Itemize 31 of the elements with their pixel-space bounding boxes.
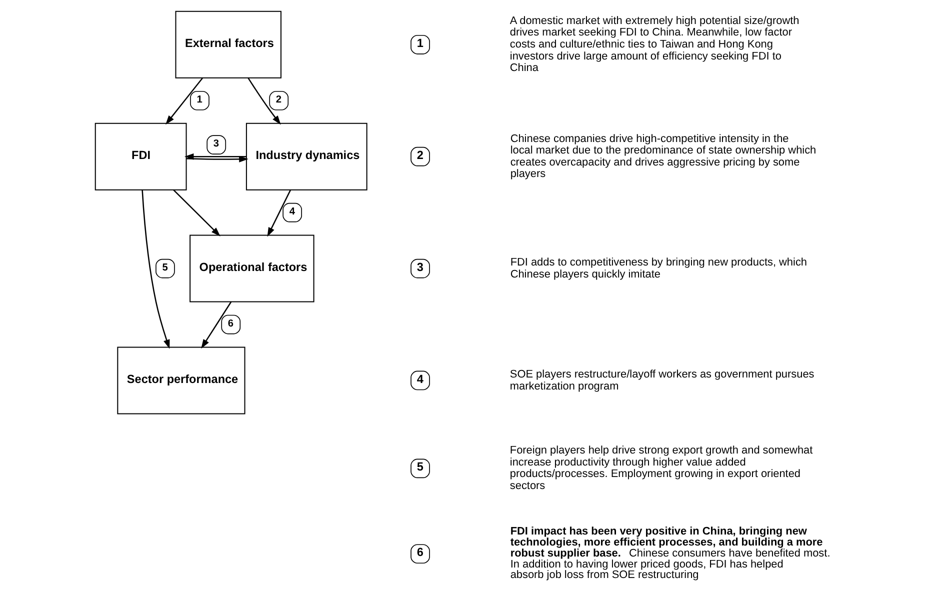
label: 2 — [416, 148, 424, 162]
arrow — [184, 153, 246, 160]
node-box: Operational factors — [190, 234, 314, 302]
label: Foreign players help drive strong export growth and somewhat increase productivity through higher value added products/processes. Employment growing in export oriented sectors — [510, 444, 813, 492]
label: 6 — [416, 546, 424, 560]
node-box: FDI — [94, 122, 187, 190]
edge-label: 6 — [228, 318, 234, 330]
arrow — [142, 190, 170, 349]
edge-label: 2 — [276, 94, 282, 106]
label: FDI impact has been very positive in China, bringing new technologies, more efficient processes, and building a more robust supplier base. Chinese consumers have benefited most. In addition to having lower priced goods, FDI has helped absorb job loss from SOE restructuring — [510, 525, 830, 582]
arrow — [201, 302, 232, 349]
arrow — [186, 156, 248, 162]
label: 3 — [416, 260, 424, 274]
label: SOE players restructure/layoff workers as government pursues marketization program — [510, 368, 814, 392]
node-box: Sector performance — [117, 346, 246, 414]
label: FDI adds to competitiveness by bringing new products, which Chinese players quickly imitate — [510, 256, 808, 280]
arrow — [166, 78, 204, 125]
edge-label: 3 — [213, 138, 220, 150]
arrow — [267, 190, 292, 237]
label: Chinese companies drive high-competitive intensity in the local market due to the predominance of state ownership which creates overcapacity and drives aggressive pricing by some players — [510, 132, 816, 180]
edge-label: 1 — [196, 94, 202, 106]
arrow — [248, 78, 281, 125]
label: 4 — [416, 372, 424, 386]
label: 5 — [416, 460, 424, 474]
node-box: External factors — [175, 10, 282, 78]
arrow — [173, 189, 220, 236]
label: 1 — [416, 36, 424, 50]
edge-label: 5 — [162, 262, 168, 274]
label: A domestic market with extremely high potential size/growth drives market seeking FDI to China. Meanwhile, low factor costs and culture/ethnic ties to Taiwan and Hong Kong investors drive large amount of efficiency seeking FDI to China — [510, 14, 800, 74]
node-box: Industry dynamics — [246, 122, 368, 190]
edge-label: 4 — [289, 206, 295, 218]
